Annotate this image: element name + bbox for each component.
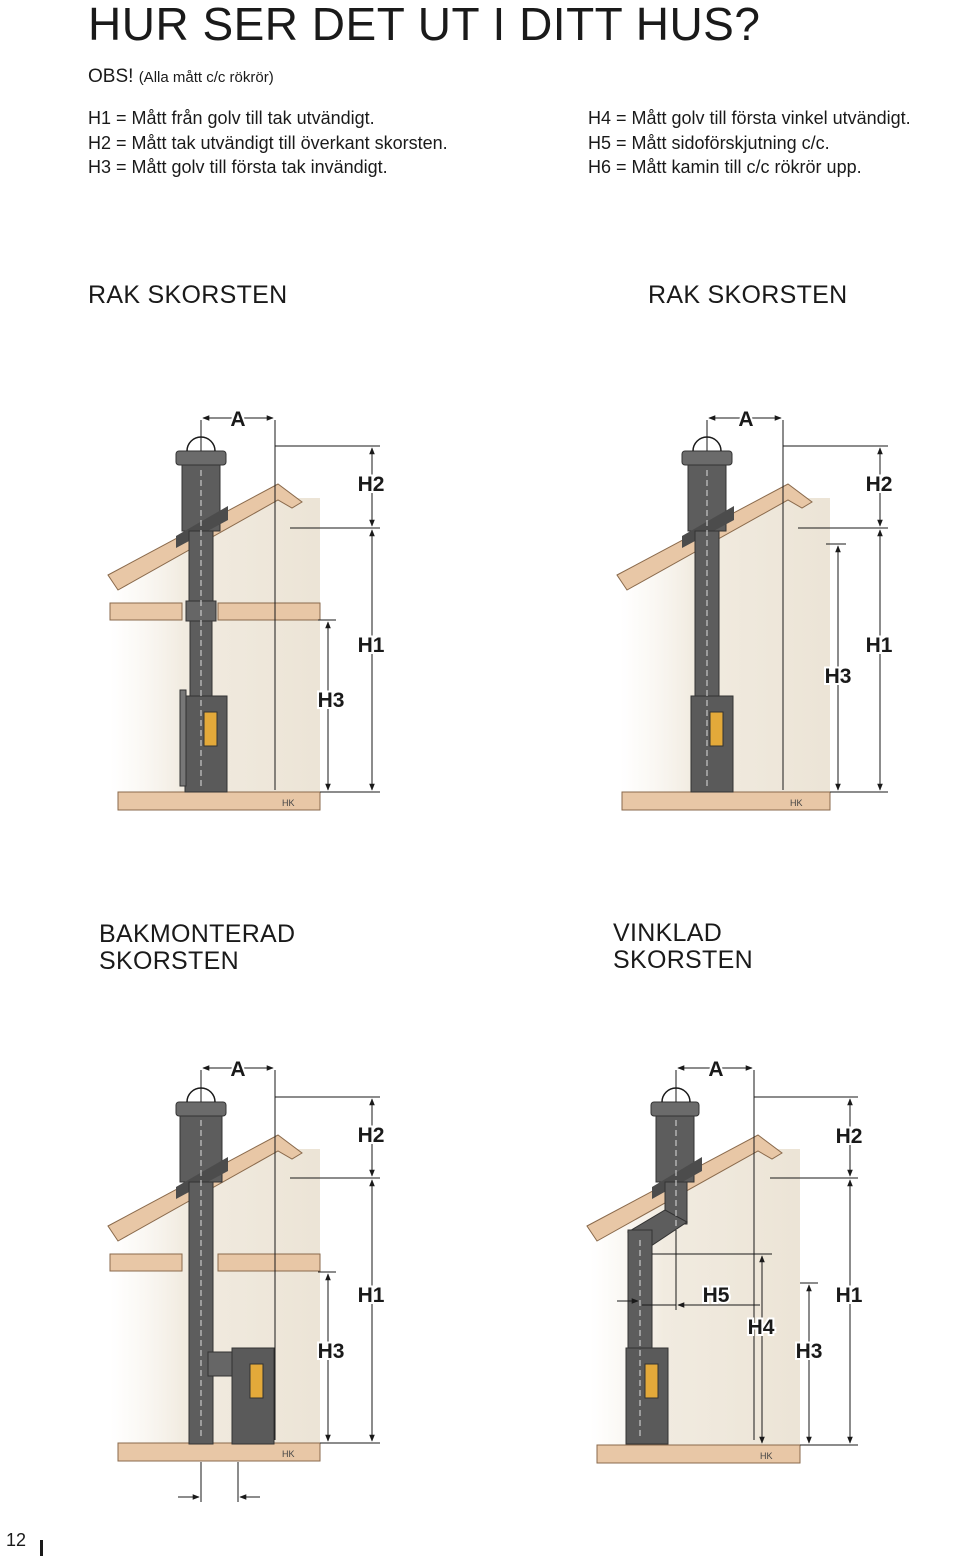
legend-left: H1 = Mått från golv till tak utvändigt. … <box>88 106 448 180</box>
obs-note: OBS! (Alla mått c/c rökrör) <box>88 66 274 88</box>
legend-item-h6: H6 = Mått kamin till c/c rökrör upp. <box>588 157 862 177</box>
dim-label-h3: H3 <box>825 665 852 688</box>
back-plate <box>179 689 187 787</box>
dim-label-h3: H3 <box>318 689 345 712</box>
ceiling-beam <box>217 602 321 621</box>
dim-label-h4: H4 <box>748 1316 775 1339</box>
dim-label-h3: H3 <box>796 1340 823 1363</box>
legend-item-h1: H1 = Mått från golv till tak utvändigt. <box>88 108 375 128</box>
dim-label-h1: H1 <box>358 1284 385 1307</box>
dim-label-h2: H2 <box>358 1124 385 1147</box>
stove-window <box>203 711 218 747</box>
obs-note-text: (Alla mått c/c rökrör) <box>138 69 274 86</box>
chimney-cap <box>175 1101 227 1117</box>
legend-item-h2: H2 = Mått tak utvändigt till överkant sk… <box>88 132 448 153</box>
diagram-title-bakmonterad-line1: BAKMONTERAD <box>99 920 296 948</box>
ceiling-beam <box>217 1253 321 1272</box>
diagram-title-rak-2: RAK SKORSTEN <box>648 281 848 309</box>
obs-label: OBS! <box>88 66 134 87</box>
dim-label-h2: H2 <box>358 473 385 496</box>
hk-mark: HK <box>760 1451 773 1461</box>
hk-mark: HK <box>282 1449 295 1459</box>
dim-label-h5: H5 <box>703 1284 730 1307</box>
hk-mark: HK <box>790 798 803 808</box>
page-divider <box>40 1540 43 1556</box>
legend-item-h4: H4 = Mått golv till första vinkel utvänd… <box>588 108 911 128</box>
legend-item-h3: H3 = Mått golv till första tak invändigt… <box>88 157 388 177</box>
diagram-title-vinklad-line1: VINKLAD <box>613 919 723 947</box>
legend-item-h5: H5 = Mått sidoförskjutning c/c. <box>588 132 830 153</box>
chimney-cap <box>650 1101 700 1117</box>
dim-label-h3: H3 <box>318 1340 345 1363</box>
page-number: 12 <box>6 1530 27 1550</box>
diagram-rak-1: A H2 H1 H3 HK <box>107 406 387 811</box>
dim-label-a: A <box>230 1058 245 1081</box>
dim-label-h2: H2 <box>836 1125 863 1148</box>
dim-label-a: A <box>708 1058 723 1081</box>
page-title: HUR SER DET UT I DITT HUS? <box>88 0 761 50</box>
diagram-title-vinklad-line2: SKORSTEN <box>613 946 753 974</box>
legend-right: H4 = Mått golv till första vinkel utvänd… <box>588 106 911 180</box>
dim-label-a: A <box>230 408 245 431</box>
diagram-rak-2: A H2 H1 H3 HK <box>616 406 895 811</box>
hk-mark: HK <box>282 798 295 808</box>
dim-label-h1: H1 <box>836 1284 863 1307</box>
chimney-cap <box>681 450 733 466</box>
dim-label-h1: H1 <box>866 634 893 657</box>
dim-label-a: A <box>738 408 753 431</box>
chimney-cap <box>175 450 227 466</box>
diagram-bakmonterad: A H2 H1 H3 HK <box>107 1056 387 1502</box>
ceiling-beam <box>109 1253 183 1272</box>
ceiling-beam <box>109 602 183 621</box>
stove-window <box>644 1363 659 1399</box>
stove-window <box>249 1363 264 1399</box>
diagram-vinklad: A H2 H1 H5 H4 H3 HK <box>586 1056 865 1464</box>
floor <box>117 1442 321 1462</box>
dim-label-h1: H1 <box>358 634 385 657</box>
floor <box>596 1444 801 1464</box>
diagram-title-bakmonterad-line2: SKORSTEN <box>99 947 239 975</box>
stove-window <box>709 711 724 747</box>
dim-label-h2: H2 <box>866 473 893 496</box>
diagram-title-rak-1: RAK SKORSTEN <box>88 281 288 309</box>
